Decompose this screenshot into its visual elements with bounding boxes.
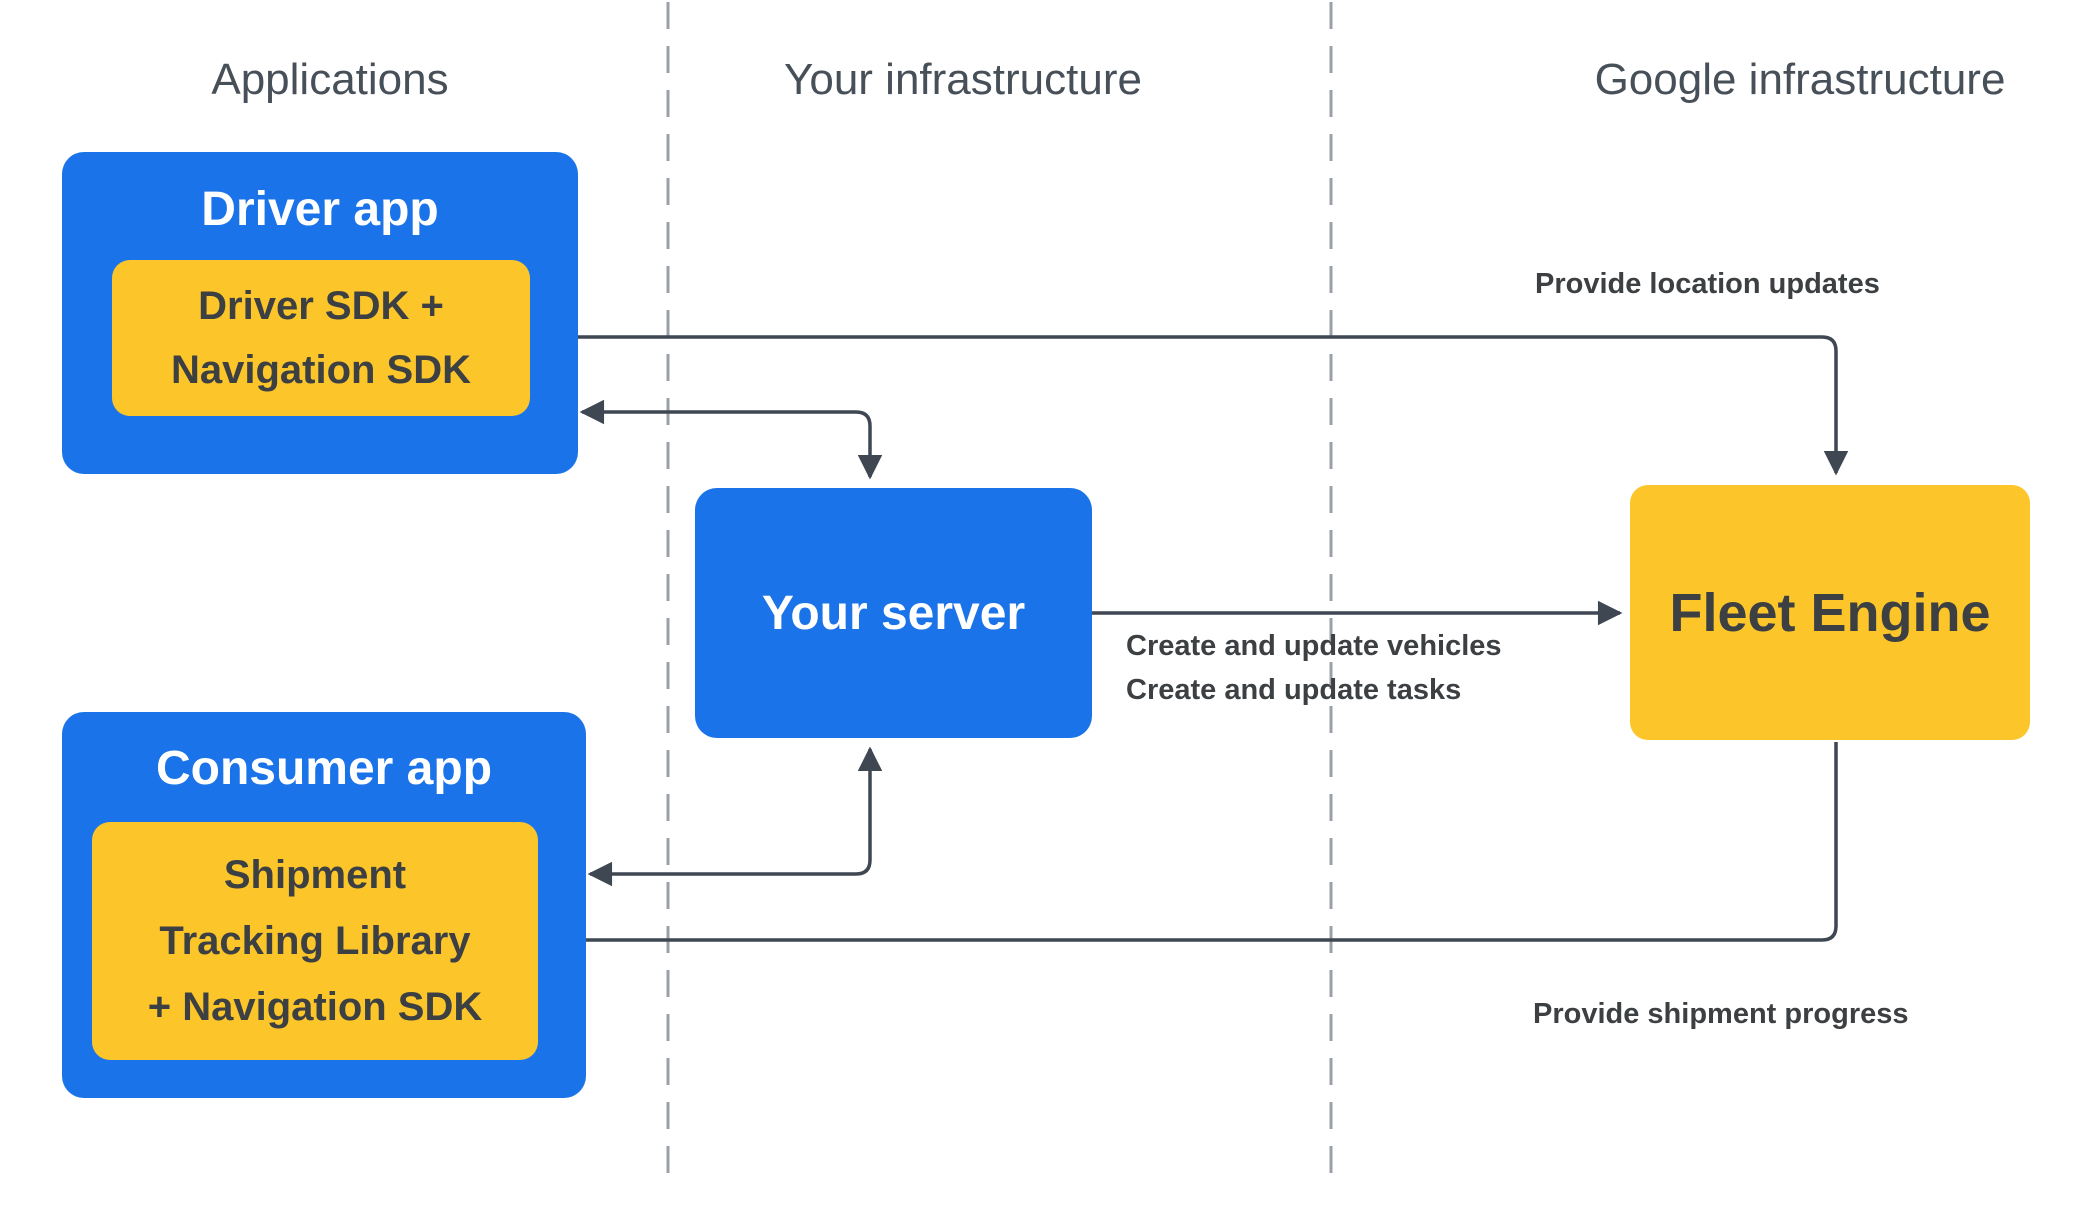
edge-label-location-updates: Provide location updates xyxy=(1535,268,1880,300)
edge-label-create-vehicles: Create and update vehicles xyxy=(1126,630,1502,662)
your-server-title: Your server xyxy=(761,586,1026,640)
column-heading-applications: Applications xyxy=(211,55,449,104)
shipment-tracking-line-1: Shipment xyxy=(223,853,407,897)
shipment-tracking-line-3: + Navigation SDK xyxy=(147,985,483,1029)
driver-sdk-line-1: Driver SDK + xyxy=(198,284,444,328)
edge-fleet-engine-consumer-app xyxy=(545,742,1838,953)
edge-label-shipment-progress: Provide shipment progress xyxy=(1533,998,1909,1030)
driver-sdk-label: Driver SDK + Navigation SDK xyxy=(112,260,530,416)
driver-app-title: Driver app xyxy=(201,183,439,236)
fleet-engine-node xyxy=(1630,485,2030,740)
shipment-tracking-label: Shipment Tracking Library + Navigation S… xyxy=(92,822,538,1060)
your-server-node xyxy=(695,488,1092,738)
edge-consumer-app-your-server xyxy=(587,746,883,887)
edge-driver-app-your-server xyxy=(579,399,883,480)
column-heading-google-infrastructure: Google infrastructure xyxy=(1594,55,2006,104)
fleet-engine-title: Fleet Engine xyxy=(1669,582,1991,643)
consumer-app-title: Consumer app xyxy=(155,742,493,795)
edge-driver-sdk-fleet-engine xyxy=(537,324,1849,476)
column-heading-your-infrastructure: Your infrastructure xyxy=(784,55,1142,104)
driver-sdk-line-2: Navigation SDK xyxy=(170,348,472,392)
shipment-tracking-line-2: Tracking Library xyxy=(159,919,471,963)
shipment-tracking-node xyxy=(92,822,538,1060)
edge-label-create-tasks: Create and update tasks xyxy=(1126,674,1462,706)
driver-sdk-node xyxy=(112,260,530,416)
